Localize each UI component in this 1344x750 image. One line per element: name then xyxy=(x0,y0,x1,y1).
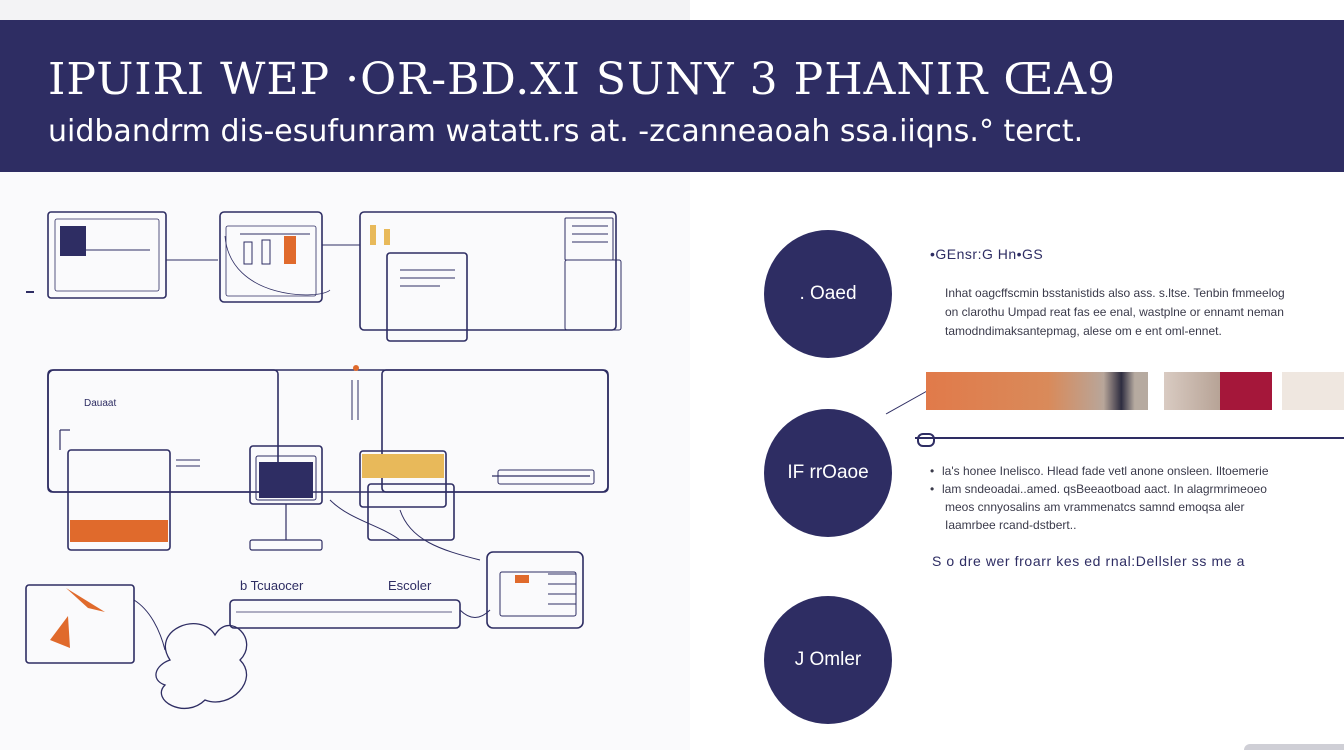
doc-panel xyxy=(386,252,468,342)
navy-tile xyxy=(60,226,86,256)
frame-documents xyxy=(359,211,617,331)
diagram-label-left: Dauaat xyxy=(84,398,116,409)
diagram-button2-label: Escoler xyxy=(388,578,432,593)
bullet-item: • la's honee Inelisco. Hlead fade vetl an… xyxy=(930,462,1340,480)
diagram-panel-bg xyxy=(0,172,690,750)
page-subtitle: uidbandrm dis-esufunram watatt.rs at. -z… xyxy=(48,114,1084,149)
title-banner: IPUIRI WEP ·OR-BD.XI SUNY 3 PHANIR ŒA9 u… xyxy=(0,20,1344,172)
color-swatch-crimson xyxy=(1220,372,1272,410)
color-swatch-cream xyxy=(1282,372,1344,410)
orange-base xyxy=(70,520,168,542)
divider-slider xyxy=(915,437,1344,439)
color-swatch-gradient xyxy=(926,372,1148,410)
card-area-chart xyxy=(25,584,135,664)
pill-button-1 xyxy=(229,599,461,629)
page-title: IPUIRI WEP ·OR-BD.XI SUNY 3 PHANIR ŒA9 xyxy=(48,54,1117,105)
details-paragraph: Inhat oagcffscmin bsstanistids also ass.… xyxy=(945,284,1340,341)
paragraph-line: on clarothu Umpad reat fas ee enal, wast… xyxy=(945,305,1284,319)
amber-panel xyxy=(362,454,444,478)
cloud-shape xyxy=(155,623,248,710)
bullet-continuation: Iaamrbee rcand-dstbert.. xyxy=(945,518,1077,532)
color-swatch-beige xyxy=(1164,372,1220,410)
monitor-screen xyxy=(259,462,313,498)
device-laptop xyxy=(67,449,171,551)
orange-chart-area xyxy=(66,588,105,612)
top-strip-left xyxy=(0,0,690,20)
bullet-text: la's honee Inelisco. Hlead fade vetl ano… xyxy=(942,464,1269,478)
accent-dot xyxy=(353,365,359,371)
bullet-dot-icon: • xyxy=(930,482,935,496)
bullet-dot-icon: • xyxy=(930,464,935,478)
workflow-diagram: Dauaat b Tcuaocer Escoler xyxy=(25,211,622,710)
frame-inner-left xyxy=(47,369,279,493)
frame-workflow xyxy=(47,369,609,493)
card-dashboard xyxy=(47,211,167,299)
step-label-3: J Omler xyxy=(794,649,862,670)
bullet-item: • lam sndeoadai..amed. qsBeeaotboad aact.… xyxy=(930,480,1340,498)
step-label-2: IF rrOaoe xyxy=(787,462,869,483)
device-tablet xyxy=(359,450,447,508)
corner-tab xyxy=(1244,744,1344,750)
bullet-text: lam sndeoadai..amed. qsBeeaotboad aact. … xyxy=(942,482,1267,496)
diagram-button1-label: b Tcuaocer xyxy=(240,578,304,593)
details-heading: •GEnsr:G Hn•GS xyxy=(930,246,1044,262)
slider-knob[interactable] xyxy=(917,433,935,447)
paragraph-line: tamodndimaksantepmag, alese om e ent oml… xyxy=(945,324,1222,338)
table-panel xyxy=(564,217,614,261)
card-bar-chart xyxy=(219,211,323,303)
bullet-continuation: meos cnnyosalins am vrammenatcs samnd em… xyxy=(945,500,1245,514)
device-printer xyxy=(486,551,584,629)
details-footnote: S o dre wer froarr kes ed rnal:Dellsler … xyxy=(932,553,1245,569)
frame-inner-right xyxy=(381,369,609,493)
step-label-1: . Oaed xyxy=(799,283,857,304)
paragraph-line: Inhat oagcffscmin bsstanistids also ass.… xyxy=(945,286,1285,300)
step-circle-3: J Omler xyxy=(764,596,892,724)
details-bullets: • la's honee Inelisco. Hlead fade vetl an… xyxy=(930,462,1340,534)
orange-bar xyxy=(284,236,296,264)
step-circle-1: . Oaed xyxy=(764,230,892,358)
step-circle-2: IF rrOaoe xyxy=(764,409,892,537)
